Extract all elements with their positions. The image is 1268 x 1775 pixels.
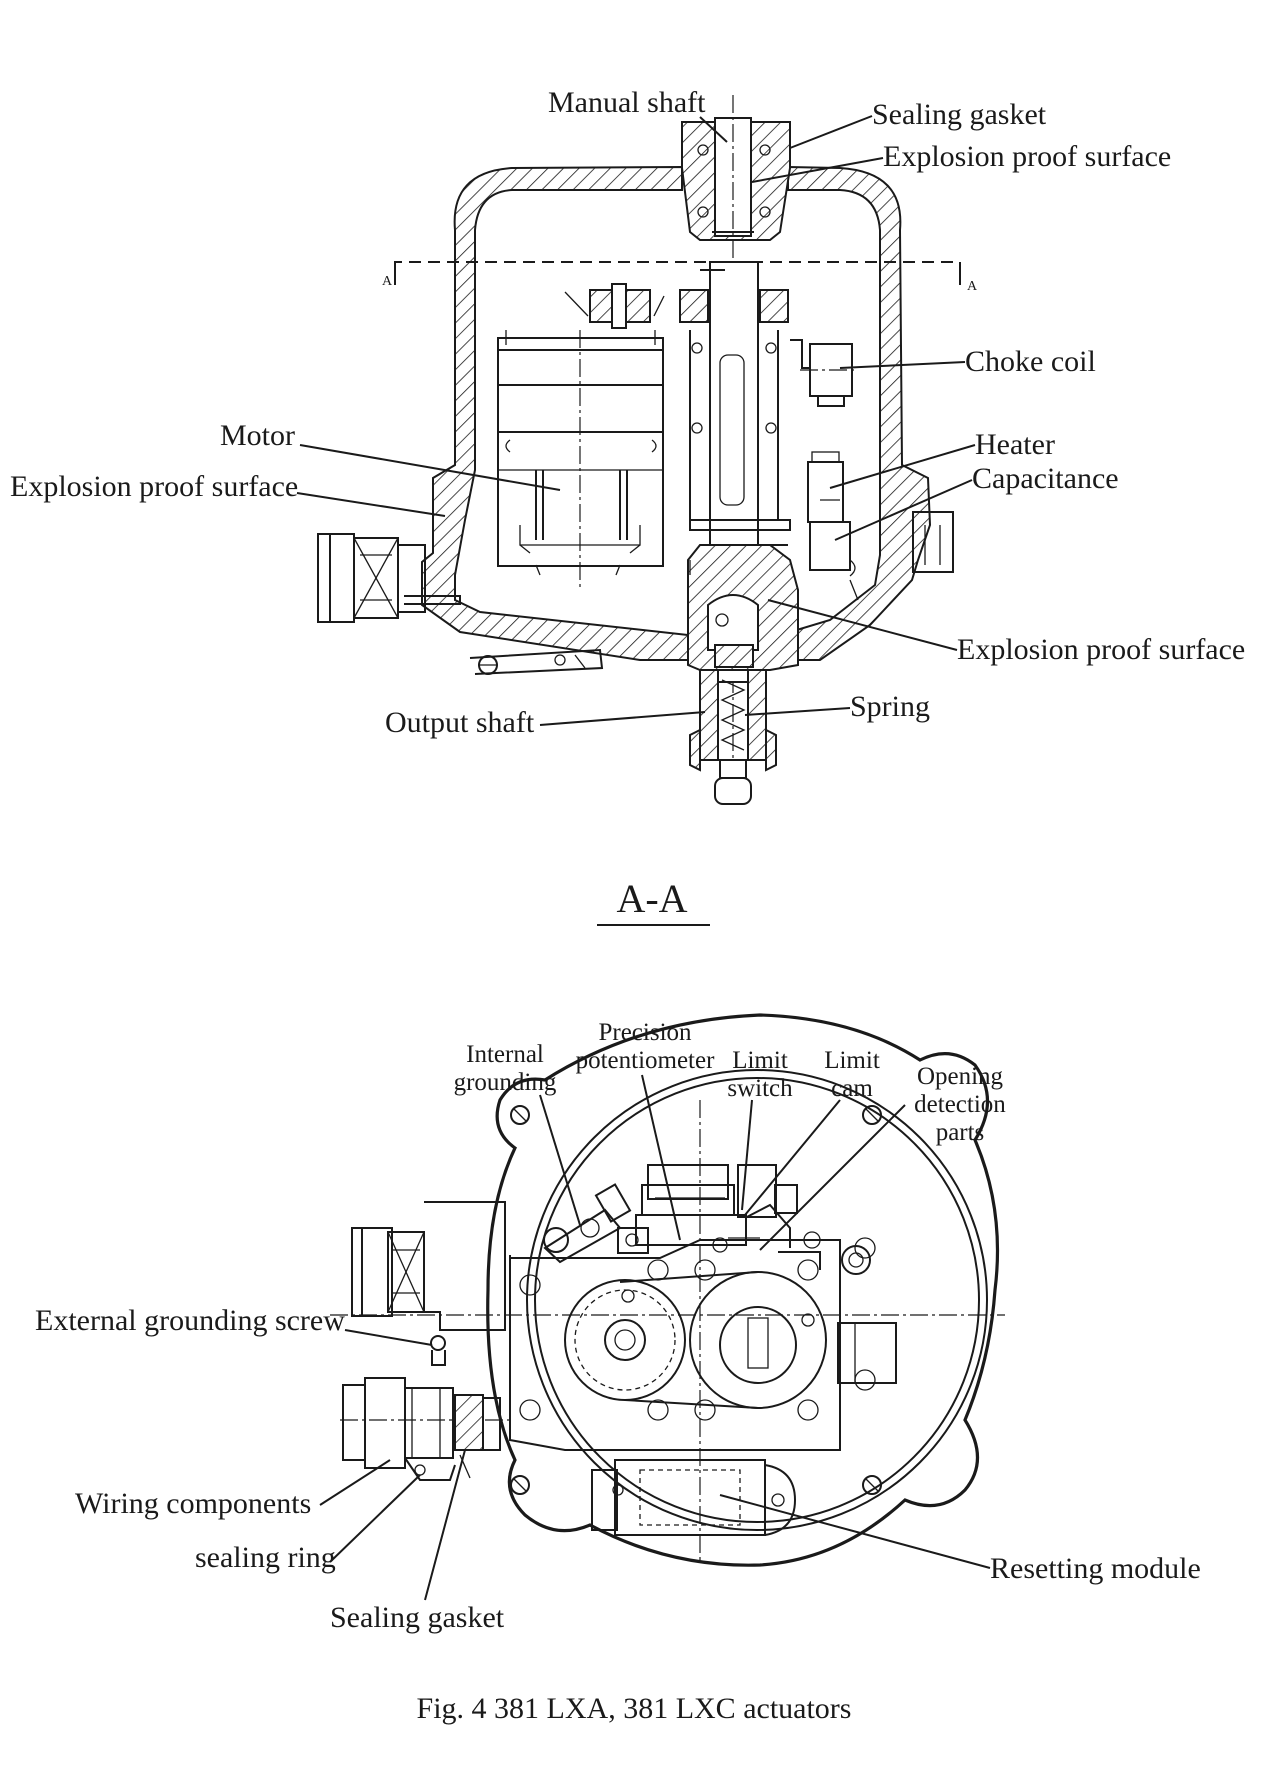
heater-capacitance xyxy=(807,451,856,577)
figure-caption: Fig. 4 381 LXA, 381 LXC actuators xyxy=(417,1692,852,1725)
gear-cam-right xyxy=(689,1271,827,1409)
label-explosion-proof-surface-left: Explosion proof surface xyxy=(10,470,298,503)
label-choke-coil: Choke coil xyxy=(965,345,1096,378)
label-output-shaft: Output shaft xyxy=(385,706,535,739)
motor xyxy=(497,330,664,590)
top-cross-section-view: A A xyxy=(317,95,978,805)
resetting-module xyxy=(591,1459,797,1536)
label-heater: Heater xyxy=(975,428,1055,461)
label-opening-detection-1: Opening xyxy=(917,1063,1004,1090)
plate-screws xyxy=(519,1237,876,1421)
label-precision-potentiometer-2: potentiometer xyxy=(576,1047,716,1074)
label-limit-switch-1: Limit xyxy=(732,1047,788,1074)
label-explosion-proof-surface-top: Explosion proof surface xyxy=(883,140,1171,173)
wiring-components xyxy=(342,1377,501,1481)
label-limit-switch-2: switch xyxy=(727,1075,793,1102)
internal-grounding xyxy=(543,1183,632,1264)
top-view-annotations: Manual shaft Sealing gasket Explosion pr… xyxy=(10,86,1245,739)
bottom-view-annotations: Internal grounding Precision potentiomet… xyxy=(35,1019,1201,1634)
label-explosion-proof-surface-right: Explosion proof surface xyxy=(957,633,1245,666)
gear-cam-left xyxy=(564,1279,686,1401)
label-external-grounding-screw: External grounding screw xyxy=(35,1304,345,1337)
flange-bolt-holes xyxy=(510,1105,882,1495)
bottom-plan-view xyxy=(330,1013,1005,1567)
label-sealing-gasket-top: Sealing gasket xyxy=(872,98,1047,131)
label-precision-potentiometer-1: Precision xyxy=(598,1019,692,1046)
external-grounding-screw xyxy=(430,1335,446,1366)
label-limit-cam-2: cam xyxy=(831,1075,873,1102)
section-mark-left: A xyxy=(382,274,393,289)
label-manual-shaft: Manual shaft xyxy=(548,86,706,119)
section-mark-right: A xyxy=(967,279,978,294)
section-title: A-A xyxy=(616,876,687,921)
housing-wall xyxy=(421,165,689,661)
output-shaft xyxy=(689,669,777,805)
label-wiring-components: Wiring components xyxy=(75,1487,311,1520)
label-opening-detection-2: detection xyxy=(914,1091,1006,1118)
label-internal-grounding-2: grounding xyxy=(454,1069,557,1096)
label-resetting-module: Resetting module xyxy=(990,1552,1201,1585)
mounting-flange xyxy=(486,1013,1000,1567)
label-limit-cam-1: Limit xyxy=(824,1047,880,1074)
outer-ring xyxy=(526,1069,988,1531)
label-spring: Spring xyxy=(850,690,930,723)
label-capacitance: Capacitance xyxy=(972,462,1119,495)
top-components xyxy=(617,1164,821,1270)
label-sealing-ring: sealing ring xyxy=(195,1541,336,1574)
choke-coil xyxy=(790,339,855,407)
label-opening-detection-3: parts xyxy=(936,1119,985,1146)
label-internal-grounding-1: Internal xyxy=(466,1041,544,1068)
label-sealing-gasket-bottom: Sealing gasket xyxy=(330,1601,505,1634)
cable-gland xyxy=(317,533,461,623)
bottom-linkage xyxy=(469,648,604,675)
cable-gland-upper xyxy=(351,1201,506,1331)
main-plate xyxy=(509,1239,841,1451)
label-motor: Motor xyxy=(220,419,295,452)
housing-wall-right xyxy=(787,165,932,661)
